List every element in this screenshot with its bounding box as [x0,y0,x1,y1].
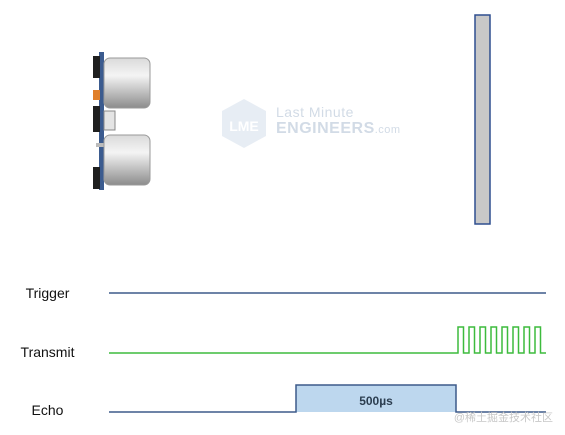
sensor-pcb [99,52,104,190]
sensor-header-top [93,56,100,78]
echo-pulse-label: 500µs [359,394,393,408]
watermark-logo-icon: LME [222,99,266,148]
transmit-signal-line [109,326,546,354]
sensor-header-bottom [93,167,100,189]
watermark-text-line1: Last Minute [276,104,354,120]
sensor-crystal [103,110,116,131]
sensor-led [93,90,100,100]
transmit-label: Transmit [20,344,75,360]
echo-signal-line [109,384,546,413]
transmitter-cylinder [103,57,151,109]
echo-pulse [296,385,456,412]
sensor-header-middle [93,106,100,132]
footer-watermark: @稀土掘金技术社区 [453,412,553,424]
sensor-pin [96,143,104,147]
obstacle [474,14,491,225]
echo-label: Echo [31,402,64,418]
watermark-text-line2: ENGINEERS.com [276,120,401,138]
receiver-cylinder [103,134,151,186]
watermark-brand: ENGINEERS [276,120,375,137]
ultrasonic-sensor [93,52,151,190]
watermark-suffix: .com [374,124,401,136]
svg-text:LME: LME [229,118,259,134]
trigger-label: Trigger [25,285,70,301]
